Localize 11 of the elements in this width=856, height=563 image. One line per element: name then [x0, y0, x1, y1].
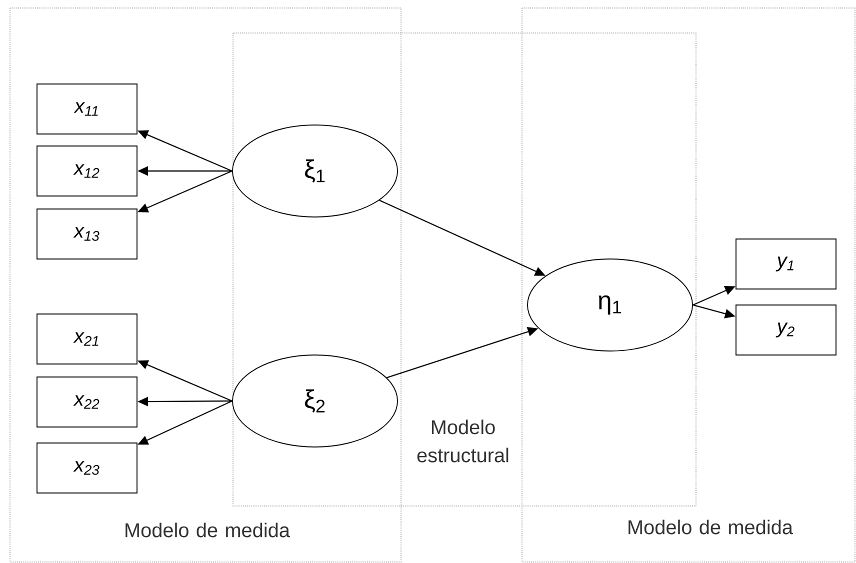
indicator-box: y$_{2}$	[736, 304, 836, 356]
indicator-box: x$_{12}$	[36, 146, 138, 196]
indicator-box: y$_{1}$	[736, 238, 836, 290]
model-label: Modelo de medida	[628, 520, 793, 534]
model-label: Modelo estructural	[417, 420, 508, 462]
model-label: Modelo de medida	[126, 522, 290, 538]
indicator-box: x$_{13}$	[36, 208, 138, 260]
indicator-box: x$_{11}$	[36, 84, 138, 134]
indicator-box: x$_{21}$	[36, 314, 138, 364]
indicator-box: x$_{23}$	[36, 442, 138, 494]
indicator-box: x$_{22}$	[36, 376, 138, 428]
